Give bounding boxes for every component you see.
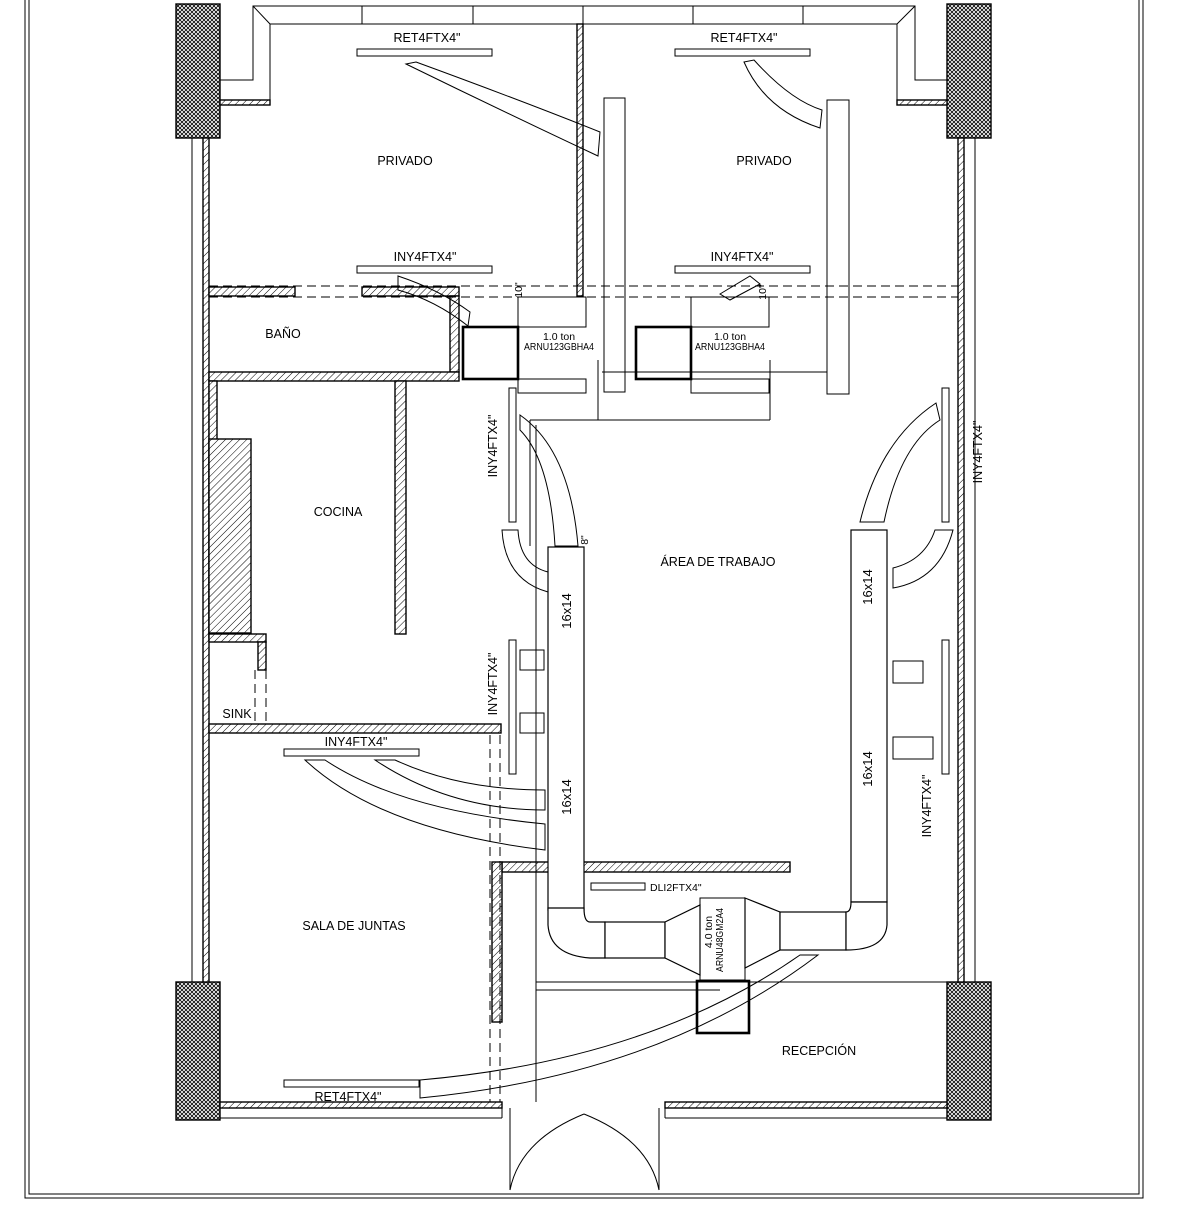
door-swings <box>397 59 954 593</box>
room-label-kitchen: COCINA <box>314 505 363 519</box>
room-label-private-left: PRIVADO <box>377 154 433 168</box>
room-label-work-area: ÁREA DE TRABAJO <box>660 554 775 569</box>
room-label-meeting-room: SALA DE JUNTAS <box>302 919 405 933</box>
interior-walls <box>208 23 791 1023</box>
grille-label: RET4FTX4" <box>315 1090 382 1104</box>
grille-label: INY4FTX4" <box>486 415 500 478</box>
duct-size-label: 10" <box>513 282 525 298</box>
dashed-lines <box>209 285 958 1102</box>
unit-capacity: 1.0 ton <box>714 331 746 343</box>
unit-capacity: 4.0 ton <box>703 916 715 948</box>
unit-model: ARNU48GM2A4 <box>714 908 726 972</box>
sheet-frame <box>24 0 1144 1199</box>
room-label-bathroom: BAÑO <box>265 327 301 341</box>
duct-size-label: 8" <box>579 535 591 545</box>
room-label-private-right: PRIVADO <box>736 154 792 168</box>
duct-size-label: 16x14 <box>860 569 875 604</box>
structural-columns <box>175 3 992 1121</box>
duct-size-label: 16x14 <box>559 779 574 814</box>
duct-size-label: 10" <box>757 284 769 300</box>
room-labels: PRIVADO PRIVADO BAÑO COCINA SINK ÁREA DE… <box>222 154 856 1058</box>
duct-labels: 16x14 16x14 16x14 16x14 10" 10" 8" <box>513 282 875 815</box>
grille-label: INY4FTX4" <box>325 735 388 749</box>
grille-label: INY4FTX4" <box>920 775 934 838</box>
room-label-sink: SINK <box>222 707 252 721</box>
grille-label: INY4FTX4" <box>711 250 774 264</box>
grille-label: INY4FTX4" <box>394 250 457 264</box>
grille-label: RET4FTX4" <box>394 31 461 45</box>
ductwork <box>303 529 888 1099</box>
grille-label: INY4FTX4" <box>971 421 985 484</box>
grille-label: INY4FTX4" <box>486 653 500 716</box>
unit-model: ARNU123GBHA4 <box>524 341 594 353</box>
grilles <box>283 48 950 1088</box>
entry-door <box>509 1108 660 1191</box>
duct-size-label: 16x14 <box>860 751 875 786</box>
exterior-walls <box>191 5 976 1119</box>
unit-model: ARNU123GBHA4 <box>695 341 765 353</box>
grille-label: DLI2FTX4" <box>650 882 702 894</box>
equipment <box>461 97 947 1102</box>
duct-size-label: 16x14 <box>559 593 574 628</box>
room-label-reception: RECEPCIÓN <box>782 1043 856 1058</box>
unit-labels: 1.0 ton ARNU123GBHA4 1.0 ton ARNU123GBHA… <box>524 331 765 972</box>
grille-label: RET4FTX4" <box>711 31 778 45</box>
grille-labels: RET4FTX4" RET4FTX4" INY4FTX4" INY4FTX4" … <box>315 31 985 1104</box>
unit-capacity: 1.0 ton <box>543 331 575 343</box>
